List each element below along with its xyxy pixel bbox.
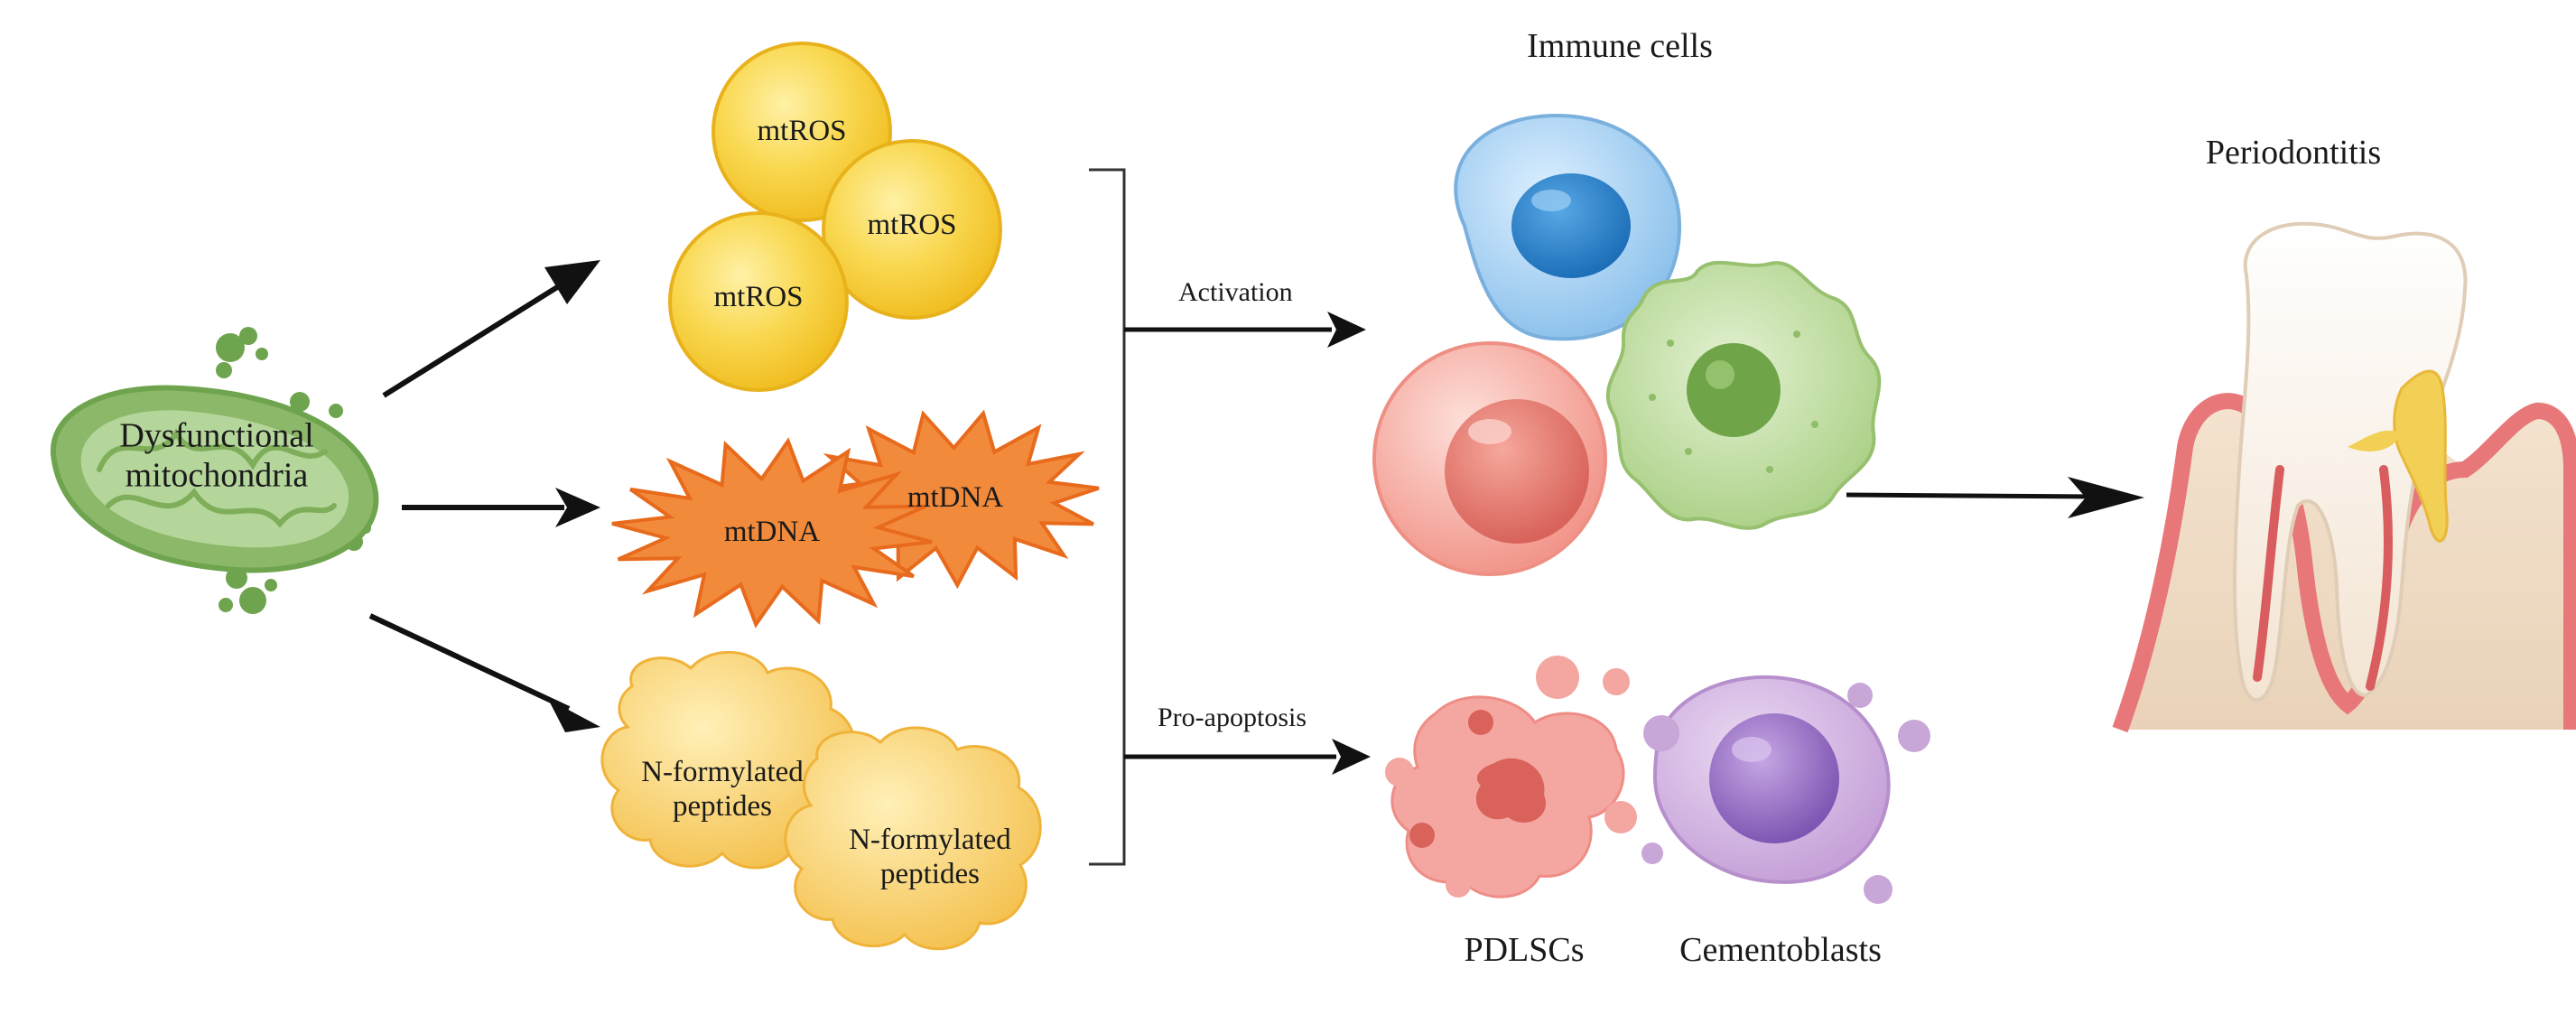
arrow-to-peptides — [368, 613, 600, 732]
mtros-label: mtROS — [757, 115, 847, 148]
peptide-label: N-formylated peptides — [641, 756, 804, 824]
mtros-cluster — [668, 42, 1002, 392]
mtros-sphere — [822, 139, 1002, 320]
mtdna-label: mtDNA — [907, 481, 1004, 515]
bracket — [1089, 168, 1126, 866]
mtros-sphere — [668, 211, 849, 392]
mtdna-star — [611, 437, 933, 628]
dysfunctional-mitochondria-label: Dysfunctional mitochondria — [119, 416, 313, 495]
peptide-cluster — [600, 650, 1042, 951]
label-line: peptides — [673, 790, 772, 823]
mtdna-label: mtDNA — [723, 516, 821, 549]
immune-cells-title: Immune cells — [1527, 27, 1713, 66]
cementoblast-cell — [1641, 675, 1930, 904]
mtros-label: mtROS — [867, 209, 957, 242]
blue-immune-cell — [1454, 113, 1682, 341]
label-line: N-formylated — [849, 824, 1011, 857]
green-immune-cell — [1605, 260, 1882, 530]
mitochondrion-icon — [50, 327, 379, 614]
red-immune-cell — [1372, 341, 1607, 576]
periodontitis-title: Periodontitis — [2205, 134, 2382, 172]
arrow-to-periodontitis — [1846, 477, 2144, 518]
tooth-icon — [2112, 221, 2576, 733]
label-line: mitochondria — [125, 456, 309, 494]
activation-label: Activation — [1178, 277, 1293, 307]
immune-cells — [1372, 113, 1882, 576]
mtros-label: mtROS — [713, 281, 804, 314]
arrow-to-mtdna — [402, 488, 600, 527]
peptide-label: N-formylated peptides — [849, 824, 1011, 892]
pdlsc-cell — [1385, 656, 1637, 898]
activation-arrow — [1124, 312, 1366, 348]
cementoblasts-label: Cementoblasts — [1679, 931, 1882, 970]
label-line: peptides — [880, 858, 980, 890]
label-line: Dysfunctional — [119, 416, 314, 455]
pdlscs-label: PDLSCs — [1464, 931, 1585, 970]
label-line: N-formylated — [641, 756, 804, 789]
arrow-to-mtros — [382, 260, 600, 398]
pro-apoptosis-label: Pro-apoptosis — [1158, 703, 1307, 732]
mtdna-cluster — [611, 409, 1100, 628]
pro-apoptosis-arrow — [1124, 739, 1371, 775]
peptide-blob — [784, 726, 1042, 951]
